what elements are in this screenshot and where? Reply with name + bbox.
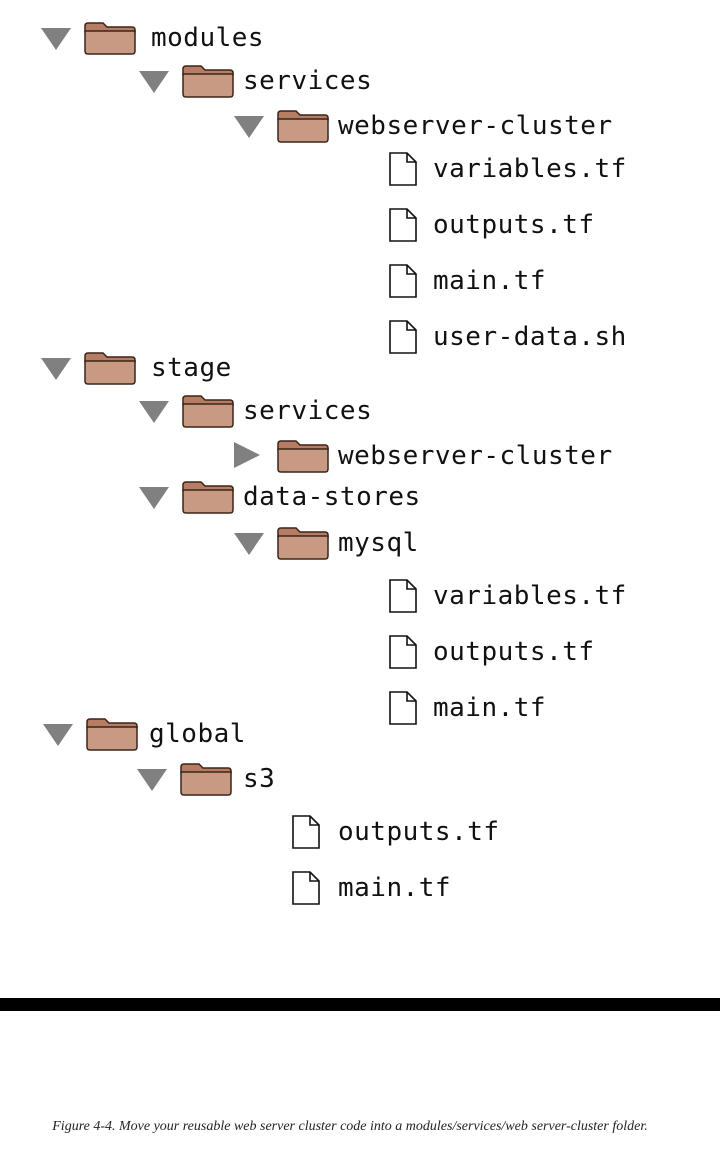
folder-label: services	[243, 396, 373, 426]
file-icon	[291, 870, 321, 906]
file-icon	[291, 814, 321, 850]
folder-label: webserver-cluster	[338, 111, 613, 141]
file-row[interactable]: main.tf	[0, 688, 720, 728]
file-label: variables.tf	[433, 154, 627, 184]
folder-label: data-stores	[243, 482, 421, 512]
folder-row[interactable]: services	[0, 61, 720, 101]
folder-row[interactable]: stage	[0, 348, 720, 388]
folder-row[interactable]: webserver-cluster	[0, 106, 720, 146]
expanded-arrow-icon[interactable]	[41, 28, 71, 50]
file-row[interactable]: main.tf	[0, 261, 720, 301]
file-label: outputs.tf	[433, 210, 595, 240]
file-row[interactable]: main.tf	[0, 868, 720, 908]
folder-icon	[181, 479, 235, 515]
file-label: variables.tf	[433, 581, 627, 611]
expanded-arrow-icon[interactable]	[139, 487, 169, 509]
file-row[interactable]: variables.tf	[0, 149, 720, 189]
folder-label: stage	[151, 353, 232, 383]
file-row[interactable]: variables.tf	[0, 576, 720, 616]
folder-label: webserver-cluster	[338, 441, 613, 471]
folder-row[interactable]: global	[0, 714, 720, 754]
expanded-arrow-icon[interactable]	[41, 358, 71, 380]
file-label: main.tf	[433, 266, 547, 296]
folder-label: modules	[151, 23, 265, 53]
figure-caption: Figure 4-4. Move your reusable web serve…	[52, 1119, 648, 1134]
file-icon	[388, 207, 418, 243]
folder-label: global	[149, 719, 246, 749]
folder-icon	[179, 761, 233, 797]
folder-icon	[276, 438, 330, 474]
file-icon	[388, 634, 418, 670]
file-row[interactable]: outputs.tf	[0, 205, 720, 245]
folder-icon	[85, 716, 139, 752]
folder-icon	[276, 525, 330, 561]
folder-label: mysql	[338, 528, 419, 558]
divider	[0, 998, 720, 1011]
folder-label: s3	[243, 764, 276, 794]
file-label: user-data.sh	[433, 322, 627, 352]
folder-icon	[276, 108, 330, 144]
collapsed-arrow-icon[interactable]	[234, 442, 260, 468]
file-icon	[388, 263, 418, 299]
file-label: outputs.tf	[433, 637, 595, 667]
expanded-arrow-icon[interactable]	[234, 533, 264, 555]
file-row[interactable]: user-data.sh	[0, 317, 720, 357]
expanded-arrow-icon[interactable]	[137, 769, 167, 791]
expanded-arrow-icon[interactable]	[139, 401, 169, 423]
folder-row[interactable]: s3	[0, 759, 720, 799]
folder-icon	[83, 350, 137, 386]
folder-row[interactable]: mysql	[0, 523, 720, 563]
file-icon	[388, 690, 418, 726]
file-row[interactable]: outputs.tf	[0, 632, 720, 672]
folder-row[interactable]: data-stores	[0, 477, 720, 517]
file-label: outputs.tf	[338, 817, 500, 847]
folder-icon	[181, 393, 235, 429]
folder-row[interactable]: modules	[0, 18, 720, 58]
file-row[interactable]: outputs.tf	[0, 812, 720, 852]
folder-row[interactable]: services	[0, 391, 720, 431]
expanded-arrow-icon[interactable]	[234, 116, 264, 138]
file-label: main.tf	[433, 693, 547, 723]
folder-icon	[83, 20, 137, 56]
expanded-arrow-icon[interactable]	[43, 724, 73, 746]
file-label: main.tf	[338, 873, 452, 903]
file-icon	[388, 151, 418, 187]
file-icon	[388, 578, 418, 614]
folder-label: services	[243, 66, 373, 96]
file-icon	[388, 319, 418, 355]
expanded-arrow-icon[interactable]	[139, 71, 169, 93]
folder-row[interactable]: webserver-cluster	[0, 436, 720, 476]
folder-icon	[181, 63, 235, 99]
